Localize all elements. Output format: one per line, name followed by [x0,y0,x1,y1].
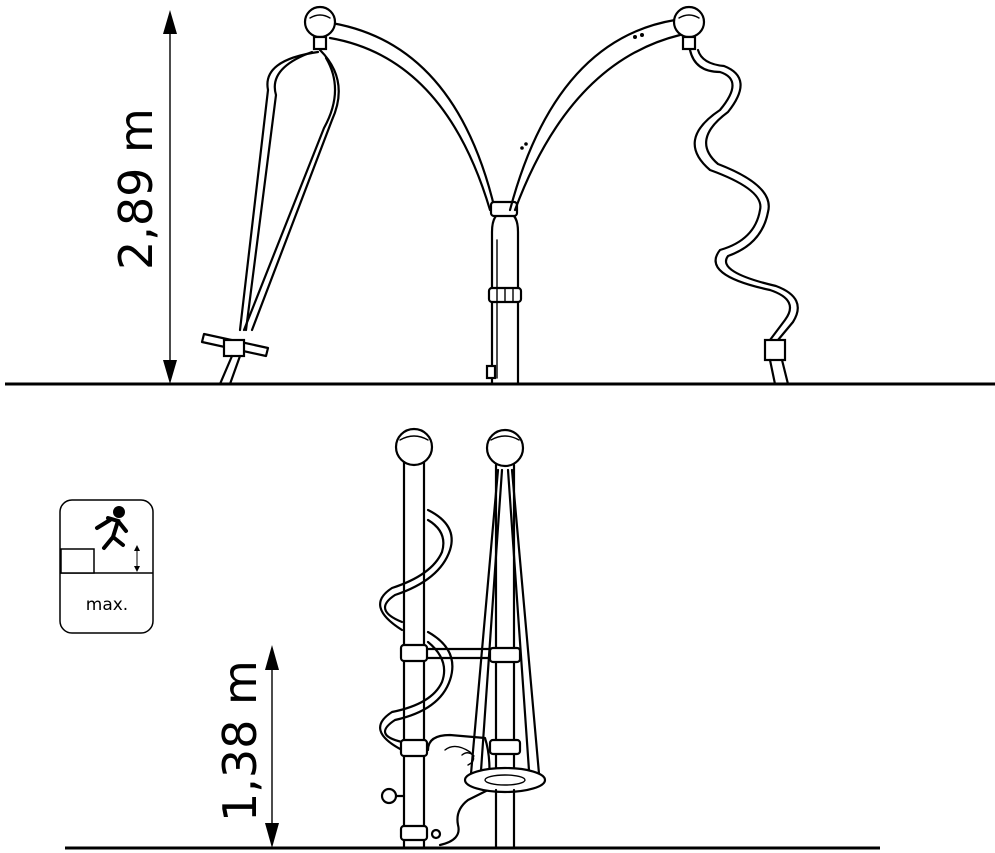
central-post [485,210,523,386]
left-pole [380,427,442,850]
left-arch [323,20,519,218]
right-arch [508,18,682,212]
fall-height-max-label: max. [86,595,128,615]
right-pole [463,428,547,850]
fall-height-icon: max. [59,499,154,634]
spiral-climber [379,508,454,752]
wavy-rope [688,48,799,386]
height-dimension: 2,89 m [109,10,177,384]
left-knob [303,5,337,51]
right-knob [672,5,706,51]
side-elevation: 2,89 m [5,5,995,386]
jumping-person-icon [95,506,128,550]
fall-height-label: 1,38 m [213,660,267,822]
fall-height-dimension: 1,38 m [213,645,279,848]
height-label: 2,89 m [109,108,163,270]
rope-swing [200,48,340,386]
front-elevation: 1,38 m max. [59,427,880,850]
